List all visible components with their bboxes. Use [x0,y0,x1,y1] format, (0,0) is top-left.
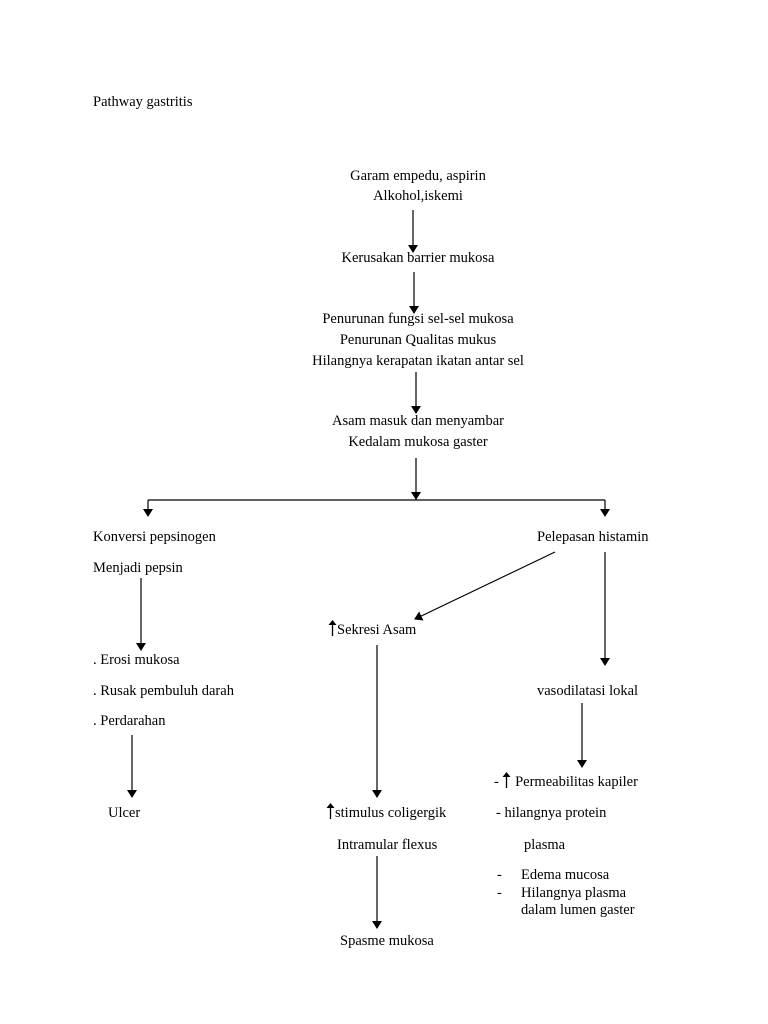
decline-line-1: Penurunan fungsi sel-sel mukosa [322,311,514,327]
barrier-damage-node: Kerusakan barrier mukosa [341,250,495,266]
causes-line-1: Garam empedu, aspirin [350,168,486,184]
histamine-node: Pelepasan histamin [537,529,649,545]
effect-vessel-damage: . Rusak pembuluh darah [93,683,234,699]
ulcer-node: Ulcer [108,805,141,821]
arrow-up-icon [326,803,335,819]
plasma-loss-line-2: dalam lumen gaster [521,902,635,918]
protein-loss-line-1: - hilangnya protein [496,805,607,821]
protein-loss-line-2: plasma [524,837,566,853]
acid-secretion-label: Sekresi Asam [337,622,417,638]
acid-line-2: Kedalam mukosa gaster [348,434,488,450]
arrow-histamine-to-acid-secretion [414,551,556,621]
plasma-loss-line-1: Hilangnya plasma [521,885,627,901]
conversion-line-1: Konversi pepsinogen [93,529,216,545]
permeability-node: - Permeabilitas kapiler [494,772,638,792]
acid-line-1: Asam masuk dan menyambar [332,413,504,429]
plexus-node: Intramular flexus [337,837,438,853]
bullet-dash-2: - [497,885,502,901]
arrow-up-icon [502,772,511,788]
vasodilation-node: vasodilatasi lokal [537,683,639,699]
effect-erosion: . Erosi mukosa [93,652,180,668]
permeability-label: Permeabilitas kapiler [515,774,638,790]
acid-secretion-node: Sekresi Asam [328,620,416,640]
bullet-dash-1: - [497,867,502,883]
permeability-dash: - [494,774,499,790]
arrow-up-icon [328,620,337,636]
decline-line-2: Penurunan Qualitas mukus [339,332,497,348]
stimulus-label: stimulus coligergik [335,805,447,821]
conversion-line-2: Menjadi pepsin [93,560,183,576]
effect-bleeding: . Perdarahan [93,713,166,729]
causes-line-2: Alkohol,iskemi [373,188,463,204]
edema-item: Edema mucosa [521,867,610,883]
page-title: Pathway gastritis [93,94,193,110]
decline-line-3: Hilangnya kerapatan ikatan antar sel [312,353,524,369]
spasm-node: Spasme mukosa [340,933,434,949]
stimulus-node: stimulus coligergik [326,803,446,823]
